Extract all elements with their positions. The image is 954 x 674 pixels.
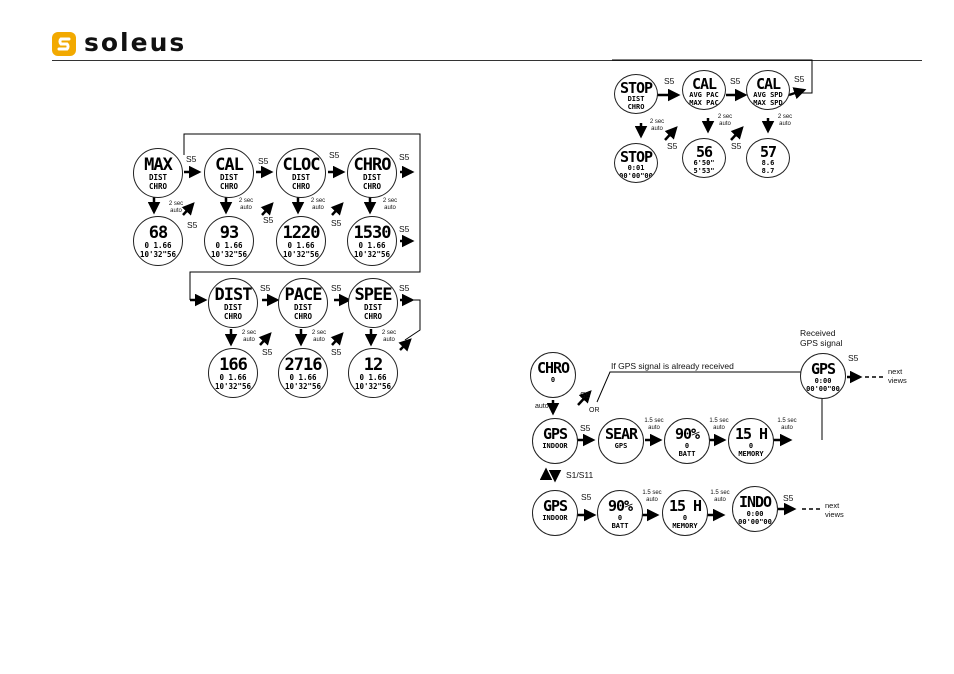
watch-face: SPEE DIST CHRO bbox=[348, 278, 398, 328]
watch-face: 15 H 0 MEMORY bbox=[728, 418, 774, 464]
watch-face: STOP DIST CHRO bbox=[614, 74, 658, 114]
watch-face: 68 0 1.66 10'32"56 bbox=[133, 216, 183, 266]
header-divider bbox=[52, 60, 922, 61]
next-views-label: next views bbox=[825, 501, 844, 519]
delay-label: 2 sec auto bbox=[649, 119, 665, 132]
watch-face: GPS INDOOR bbox=[532, 490, 578, 536]
delay-label: 2 sec auto bbox=[717, 114, 733, 127]
s5-label: S5 bbox=[730, 76, 741, 86]
s5-label: S5 bbox=[331, 283, 342, 293]
watch-face: CLOC DIST CHRO bbox=[276, 148, 326, 198]
delay-label: 1.5 sec auto bbox=[642, 490, 662, 503]
s5-label: S5 bbox=[258, 156, 269, 166]
s5-label: S5 bbox=[331, 218, 342, 228]
next-views-label: next views bbox=[888, 367, 907, 385]
delay-label: 1.5 sec auto bbox=[777, 418, 797, 431]
s5-label: S5 bbox=[667, 141, 678, 151]
watch-face: 15 H 0 MEMORY bbox=[662, 490, 708, 536]
s5-label: S5 bbox=[331, 347, 342, 357]
s5-label: S5 bbox=[580, 423, 591, 433]
s5-label: S5 bbox=[783, 493, 794, 503]
delay-label: 1.5 sec auto bbox=[709, 418, 729, 431]
delay-label: 2 sec auto bbox=[777, 114, 793, 127]
s5-label: S5 bbox=[187, 220, 198, 230]
or-label: OR bbox=[589, 407, 600, 414]
watch-face: 1530 0 1.66 10'32"56 bbox=[347, 216, 397, 266]
s5-label: S5 bbox=[794, 74, 805, 84]
delay-label: 2 sec auto bbox=[381, 330, 397, 343]
s5-label: S5 bbox=[581, 492, 592, 502]
s5-label: S5 bbox=[664, 76, 675, 86]
delay-label: 1.5 sec auto bbox=[644, 418, 664, 431]
watch-face: CAL DIST CHRO bbox=[204, 148, 254, 198]
watch-face: GPS 0:00 00'00"00 bbox=[800, 353, 846, 399]
s5-label: S5 bbox=[580, 390, 591, 400]
received-gps-label: Received GPS signal bbox=[800, 328, 843, 348]
if-gps-label: If GPS signal is already received bbox=[611, 361, 734, 371]
watch-face: 56 6'50" 5'53" bbox=[682, 138, 726, 178]
s5-label: S5 bbox=[731, 141, 742, 151]
watch-face: 90% 0 BATT bbox=[664, 418, 710, 464]
watch-face: INDO 0:00 00'00"00 bbox=[732, 486, 778, 532]
auto-label: auto bbox=[535, 403, 549, 410]
s5-label: S5 bbox=[262, 347, 273, 357]
s5-label: S5 bbox=[260, 283, 271, 293]
watch-face: 57 8.6 8.7 bbox=[746, 138, 790, 178]
watch-face: 2716 0 1.66 10'32"56 bbox=[278, 348, 328, 398]
watch-face: PACE DIST CHRO bbox=[278, 278, 328, 328]
s5-label: S5 bbox=[263, 215, 274, 225]
delay-label: 2 sec auto bbox=[241, 330, 257, 343]
watch-face: DIST DIST CHRO bbox=[208, 278, 258, 328]
delay-label: 2 sec auto bbox=[168, 201, 184, 214]
watch-face: CAL AVG PAC MAX PAC bbox=[682, 70, 726, 110]
watch-face: MAX DIST CHRO bbox=[133, 148, 183, 198]
watch-face: 90% 0 BATT bbox=[597, 490, 643, 536]
s5-label: S5 bbox=[399, 224, 410, 234]
s5-label: S5 bbox=[186, 154, 197, 164]
watch-face: 1220 0 1.66 10'32"56 bbox=[276, 216, 326, 266]
brand-name: soleus bbox=[84, 28, 187, 57]
delay-label: 2 sec auto bbox=[310, 198, 326, 211]
s5-label: S5 bbox=[399, 283, 410, 293]
s5-label: S5 bbox=[848, 353, 859, 363]
delay-label: 2 sec auto bbox=[311, 330, 327, 343]
delay-label: 2 sec auto bbox=[238, 198, 254, 211]
watch-face: 93 0 1.66 10'32"56 bbox=[204, 216, 254, 266]
watch-face: 166 0 1.66 10'32"56 bbox=[208, 348, 258, 398]
delay-label: 2 sec auto bbox=[382, 198, 398, 211]
watch-face: 12 0 1.66 10'32"56 bbox=[348, 348, 398, 398]
watch-face: GPS INDOOR bbox=[532, 418, 578, 464]
delay-label: 1.5 sec auto bbox=[710, 490, 730, 503]
s5-label: S5 bbox=[399, 152, 410, 162]
watch-face: STOP 0:01 00'00"00 bbox=[614, 143, 658, 183]
watch-face: CAL AVG SPD MAX SPD bbox=[746, 70, 790, 110]
s1-s11-label: S1/S11 bbox=[566, 470, 594, 480]
watch-face: CHRO 0 bbox=[530, 352, 576, 398]
soleus-logo-icon bbox=[52, 32, 76, 56]
watch-face: SEAR GPS bbox=[598, 418, 644, 464]
watch-face: CHRO DIST CHRO bbox=[347, 148, 397, 198]
s5-label: S5 bbox=[329, 150, 340, 160]
